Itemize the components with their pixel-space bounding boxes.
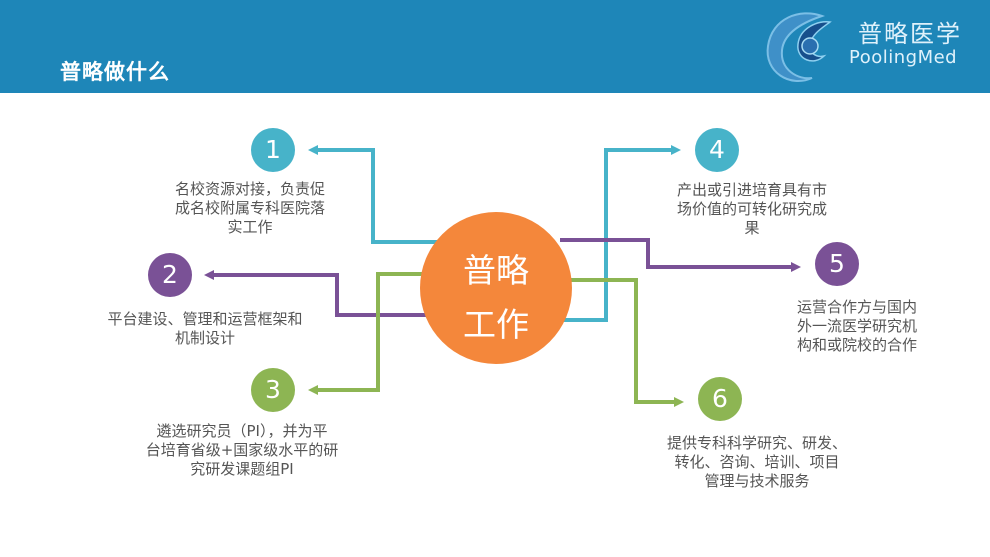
header-bar: 普略做什么 普略医学 PoolingMed <box>0 0 990 93</box>
connector-2 <box>204 270 428 317</box>
connector-6 <box>568 278 684 407</box>
center-label-line2: 工作 <box>463 305 529 344</box>
connector-5 <box>560 238 801 272</box>
node-1-description: 名校资源对接，负责促 成名校附属专科医院落 实工作 <box>174 180 325 236</box>
page-title: 普略做什么 <box>60 60 170 84</box>
node-1: 1 <box>251 128 295 172</box>
connector-4 <box>562 145 681 322</box>
node-5-description: 运营合作方与国内 外一流医学研究机 构和或院校的合作 <box>796 298 917 354</box>
center-node-core-work: 普略 工作 <box>420 212 572 364</box>
connector-3 <box>308 272 438 395</box>
node-3: 3 <box>251 368 295 412</box>
node-2-description: 平台建设、管理和运营框架和 机制设计 <box>107 310 303 347</box>
node-5: 5 <box>815 242 859 286</box>
center-label-line1: 普略 <box>463 251 529 290</box>
node-4: 4 <box>695 128 739 172</box>
node-6: 6 <box>698 377 742 421</box>
brand-name-cn: 普略医学 <box>858 20 962 48</box>
node-6-description: 提供专科科学研究、研发、 转化、咨询、培训、项目 管理与技术服务 <box>666 434 847 490</box>
brand-name-en: PoolingMed <box>849 47 958 68</box>
brand-logo-icon <box>766 12 832 83</box>
node-4-description: 产出或引进培育具有市 场价值的可转化研究成 果 <box>676 181 827 237</box>
node-2: 2 <box>148 253 192 297</box>
connector-1 <box>308 145 440 244</box>
node-3-description: 遴选研究员（PI），并为平 台培育省级+国家级水平的研 究研发课题组PI <box>145 422 339 478</box>
